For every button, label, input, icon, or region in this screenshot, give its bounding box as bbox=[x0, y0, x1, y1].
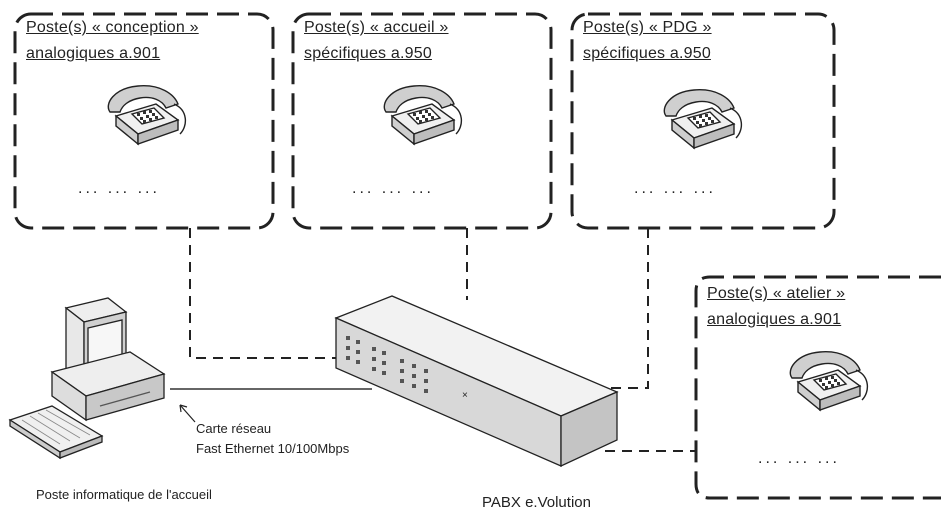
group-conception-title: Poste(s) « conception » bbox=[26, 18, 199, 38]
pabx-label: PABX e.Volution bbox=[482, 494, 591, 512]
group-pdg-title: Poste(s) « PDG » bbox=[583, 18, 712, 38]
group-pdg-ellipsis: ... ... ... bbox=[634, 180, 716, 198]
group-atelier-subtitle: analogiques a.901 bbox=[707, 310, 841, 330]
computer-label: Poste informatique de l'accueil bbox=[36, 486, 212, 504]
telephone-icon bbox=[104, 82, 190, 159]
arrow-icon bbox=[180, 405, 195, 422]
telephone-icon bbox=[660, 86, 746, 163]
pabx-switch-icon: × bbox=[336, 296, 617, 466]
group-accueil-subtitle: spécifiques a.950 bbox=[304, 44, 432, 64]
telephone-icon bbox=[786, 348, 872, 425]
line-conception bbox=[190, 228, 346, 358]
group-conception-ellipsis: ... ... ... bbox=[78, 180, 160, 198]
group-accueil-title: Poste(s) « accueil » bbox=[304, 18, 449, 38]
line-pdg bbox=[596, 228, 648, 388]
group-accueil-ellipsis: ... ... ... bbox=[352, 180, 434, 198]
telephone-icon bbox=[380, 82, 466, 159]
network-card-speed: Fast Ethernet 10/100Mbps bbox=[196, 440, 349, 458]
group-pdg-subtitle: spécifiques a.950 bbox=[583, 44, 711, 64]
group-atelier-ellipsis: ... ... ... bbox=[758, 450, 840, 468]
network-card-label: Carte réseau bbox=[196, 420, 271, 438]
group-atelier-title: Poste(s) « atelier » bbox=[707, 284, 845, 304]
desktop-computer-icon bbox=[10, 298, 164, 458]
svg-text:×: × bbox=[462, 390, 468, 401]
group-conception-subtitle: analogiques a.901 bbox=[26, 44, 160, 64]
